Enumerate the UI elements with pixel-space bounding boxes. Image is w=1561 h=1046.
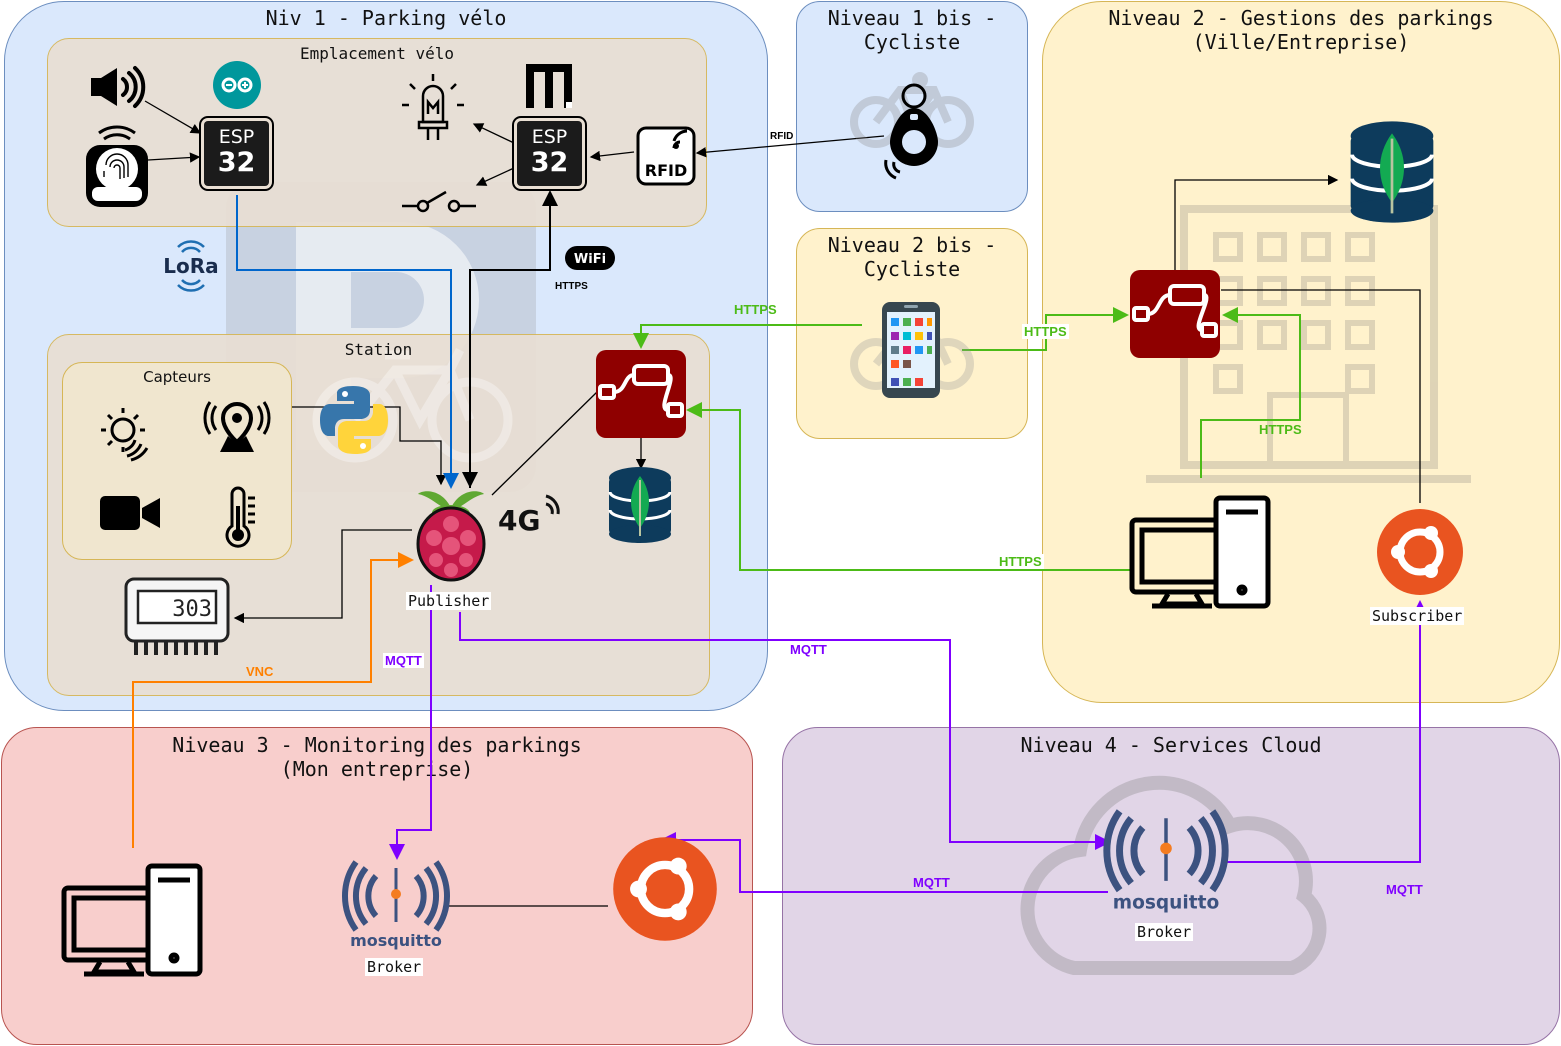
title-niv2: Niveau 2 - Gestions des parkings (Ville/… <box>1108 6 1494 54</box>
edge-label-mqtt-cloud: MQTT <box>790 642 827 657</box>
subscriber-label: Subscriber <box>1370 607 1465 625</box>
arduino-icon <box>213 61 261 109</box>
ubuntu-icon <box>1377 509 1463 595</box>
edge-label-https-phone-station: HTTPS <box>734 302 777 317</box>
title-capteurs: Capteurs <box>143 368 211 386</box>
title-emplacement: Emplacement vélo <box>299 44 455 63</box>
broker-cloud-label: Broker <box>1135 923 1194 941</box>
node-red-icon <box>1130 270 1220 358</box>
esp32-chip-icon: ESP 32 <box>517 121 582 186</box>
edge-label-https-pc-city: HTTPS <box>1259 422 1302 437</box>
edge-label-https-pc-station: HTTPS <box>997 554 1044 569</box>
smartphone-icon <box>882 302 940 398</box>
broker-local-label: Broker <box>365 958 424 976</box>
thermometer-icon <box>225 486 255 548</box>
mosquitto-label: mosquitto <box>1113 893 1219 914</box>
edge-label-https-wifi: HTTPS <box>555 281 588 292</box>
camera-icon <box>100 496 160 530</box>
switch-icon <box>402 190 476 213</box>
rfid-tag-icon <box>884 83 938 180</box>
lcd-display-icon: 303 <box>124 577 230 655</box>
title-niv3: Niveau 3 - Monitoring des parkings (Mon … <box>172 733 582 781</box>
mosquitto-label: mosquitto <box>350 931 442 950</box>
mongodb-icon <box>608 467 672 543</box>
sun-sensor-icon <box>101 408 149 462</box>
lora-label: LoRa <box>163 254 218 278</box>
raspberry-pi-icon <box>416 491 486 582</box>
desktop-computer-icon <box>61 863 203 977</box>
lcd-value: 303 <box>172 597 212 622</box>
title-niv1: Niv 1 - Parking vélo <box>265 6 507 30</box>
edge-label-mqtt-local: MQTT <box>383 653 424 668</box>
esp32-chip-icon: ESP 32 <box>204 121 269 186</box>
mongodb-icon <box>1350 121 1434 223</box>
publisher-label: Publisher <box>406 592 492 610</box>
title-niv4: Niveau 4 - Services Cloud <box>1020 733 1322 757</box>
edge-label-mqtt-subscriber: MQTT <box>1386 882 1423 897</box>
edge-label-mqtt-ubuntu: MQTT <box>913 875 950 890</box>
edge-label-rfid: RFID <box>768 131 796 142</box>
led-icon <box>402 74 464 140</box>
node-red-icon <box>596 350 686 438</box>
fingerprint-sensor-icon <box>86 125 148 207</box>
mosquitto-icon: mosquitto <box>1103 809 1229 914</box>
title-niv2bis: Niveau 2 bis - Cycliste <box>827 233 997 281</box>
wifi-icon: WiFi <box>565 246 615 270</box>
gps-icon <box>203 401 271 452</box>
mbed-icon <box>526 64 572 108</box>
mosquitto-icon: mosquitto <box>341 860 451 950</box>
4g-label: 4G <box>498 504 540 537</box>
title-niv1bis: Niveau 1 bis - Cycliste <box>827 6 997 54</box>
lora-icon: LoRa <box>163 240 219 292</box>
desktop-computer-icon <box>1129 495 1271 609</box>
rfid-reader-label: RFID <box>645 161 687 180</box>
rfid-reader-icon: RFID <box>636 126 696 186</box>
edge-label-vnc: VNC <box>246 664 274 679</box>
python-icon <box>320 386 388 454</box>
4g-icon: 4G <box>498 494 560 537</box>
ubuntu-icon <box>613 837 717 941</box>
edge-label-https-phone-city: HTTPS <box>1022 324 1069 339</box>
speaker-icon <box>91 66 146 108</box>
wifi-label: WiFi <box>574 252 606 267</box>
